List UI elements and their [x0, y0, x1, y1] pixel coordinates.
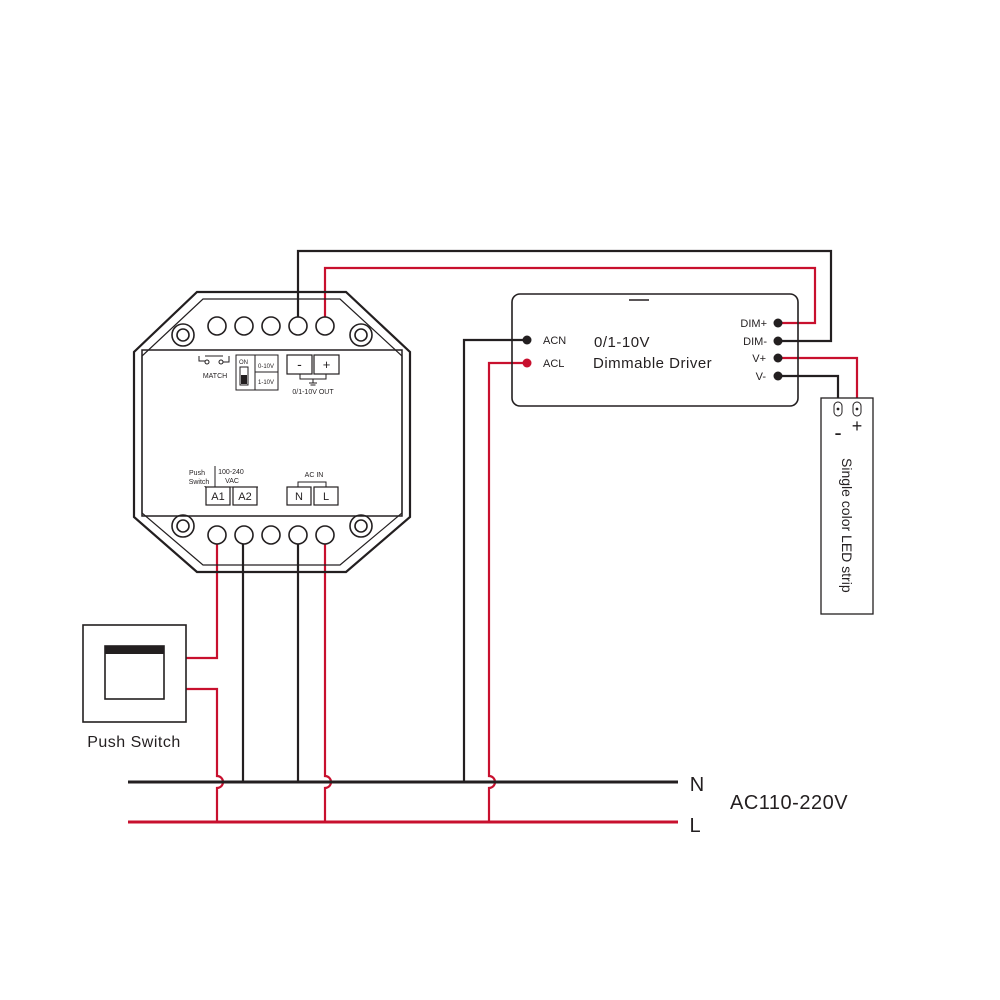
push-switch-label: Push Switch — [87, 734, 181, 751]
top-terminal-dim-plus — [315, 316, 335, 336]
bottom-terminal — [261, 525, 281, 545]
mounting-screw-icon — [171, 323, 195, 347]
driver-box — [511, 293, 799, 407]
dip-switch-slot — [239, 366, 249, 386]
mounting-screw-icon — [349, 514, 373, 538]
dip-switch-lever — [241, 375, 247, 384]
driver-terminal-v-plus — [773, 353, 783, 363]
top-terminal — [207, 316, 227, 336]
bottom-terminal-a2 — [234, 525, 254, 545]
acin-label: AC IN — [305, 472, 324, 479]
bottom-terminal-n — [288, 525, 308, 545]
driver-terminal-dim-plus — [773, 318, 783, 328]
terminal-a1-label: A1 — [211, 491, 224, 503]
led-strip-minus-label: - — [834, 420, 841, 445]
driver-title-line1: 0/1-10V — [594, 334, 650, 351]
acl-wire — [487, 361, 527, 822]
driver-terminal-acn — [522, 335, 532, 345]
dimmer-controller: MATCH ON 0-10V 1-10V - + 0/1-10V OUT Pus… — [132, 290, 412, 574]
a1-wire — [186, 535, 219, 660]
led-strip-body — [820, 397, 874, 615]
terminal-a2-label: A2 — [238, 491, 251, 503]
push-switch: Push Switch — [82, 624, 187, 751]
driver-v-minus-label: V- — [756, 371, 767, 383]
mode-1-10v-label: 1-10V — [258, 380, 274, 386]
mounting-screw-icon — [349, 323, 373, 347]
mode-0-10v-label: 0-10V — [258, 364, 274, 370]
voltage-label: AC110-220V — [730, 792, 848, 814]
match-label: MATCH — [203, 373, 227, 380]
driver-dim-minus-label: DIM- — [743, 336, 767, 348]
neutral-label: N — [690, 774, 704, 796]
dim-plus-wire — [323, 266, 817, 325]
terminal-n-box — [286, 486, 312, 506]
driver-title-line2: Dimmable Driver — [593, 355, 712, 372]
push-switch-frame — [82, 624, 187, 723]
driver-terminal-dim-minus — [773, 336, 783, 346]
dim-minus-wire — [296, 249, 833, 343]
terminal-a2-box — [232, 486, 258, 506]
l-wire — [323, 535, 333, 822]
top-terminal — [261, 316, 281, 336]
dip-on-label: ON — [239, 360, 248, 366]
mounting-screw-icon — [171, 514, 195, 538]
vac-label-line1: 100-240 — [218, 469, 244, 476]
out-plus-label: + — [323, 357, 331, 372]
bottom-terminal-a1 — [207, 525, 227, 545]
controller-housing-inner — [141, 298, 403, 566]
switch-live-wire — [186, 687, 225, 822]
out-label: 0/1-10V OUT — [292, 389, 334, 396]
driver-terminal-acl — [522, 358, 532, 368]
terminal-l-box — [313, 486, 339, 506]
driver-acn-label: ACN — [543, 335, 566, 347]
push-switch-button-top — [105, 646, 164, 654]
match-button-icon — [198, 355, 230, 365]
ground-icon — [299, 374, 327, 386]
live-label: L — [689, 815, 700, 837]
driver-acl-label: ACL — [543, 358, 564, 370]
driver-dim-plus-label: DIM+ — [740, 318, 767, 330]
dimmable-driver: 0/1-10V Dimmable Driver ACN ACL DIM+ DIM… — [511, 293, 799, 407]
v-plus-wire — [778, 356, 859, 407]
top-terminal-dim-minus — [288, 316, 308, 336]
push-switch-label-line2: Switch — [189, 479, 210, 486]
driver-terminal-v-minus — [773, 371, 783, 381]
terminal-l-label: L — [323, 491, 329, 503]
led-strip: - + Single color LED strip — [820, 397, 874, 615]
bottom-terminal-l — [315, 525, 335, 545]
led-strip-label: Single color LED strip — [839, 458, 855, 593]
controller-panel — [141, 349, 403, 517]
led-strip-plus-label: + — [852, 416, 863, 436]
top-terminal — [234, 316, 254, 336]
terminal-a1-box — [205, 486, 231, 506]
acn-wire — [462, 338, 527, 782]
out-minus-label: - — [297, 356, 302, 372]
driver-v-plus-label: V+ — [752, 353, 766, 365]
terminal-n-label: N — [295, 491, 303, 503]
vac-label-line2: VAC — [225, 478, 239, 485]
controller-housing — [132, 290, 412, 574]
push-switch-label-line1: Push — [189, 470, 205, 477]
